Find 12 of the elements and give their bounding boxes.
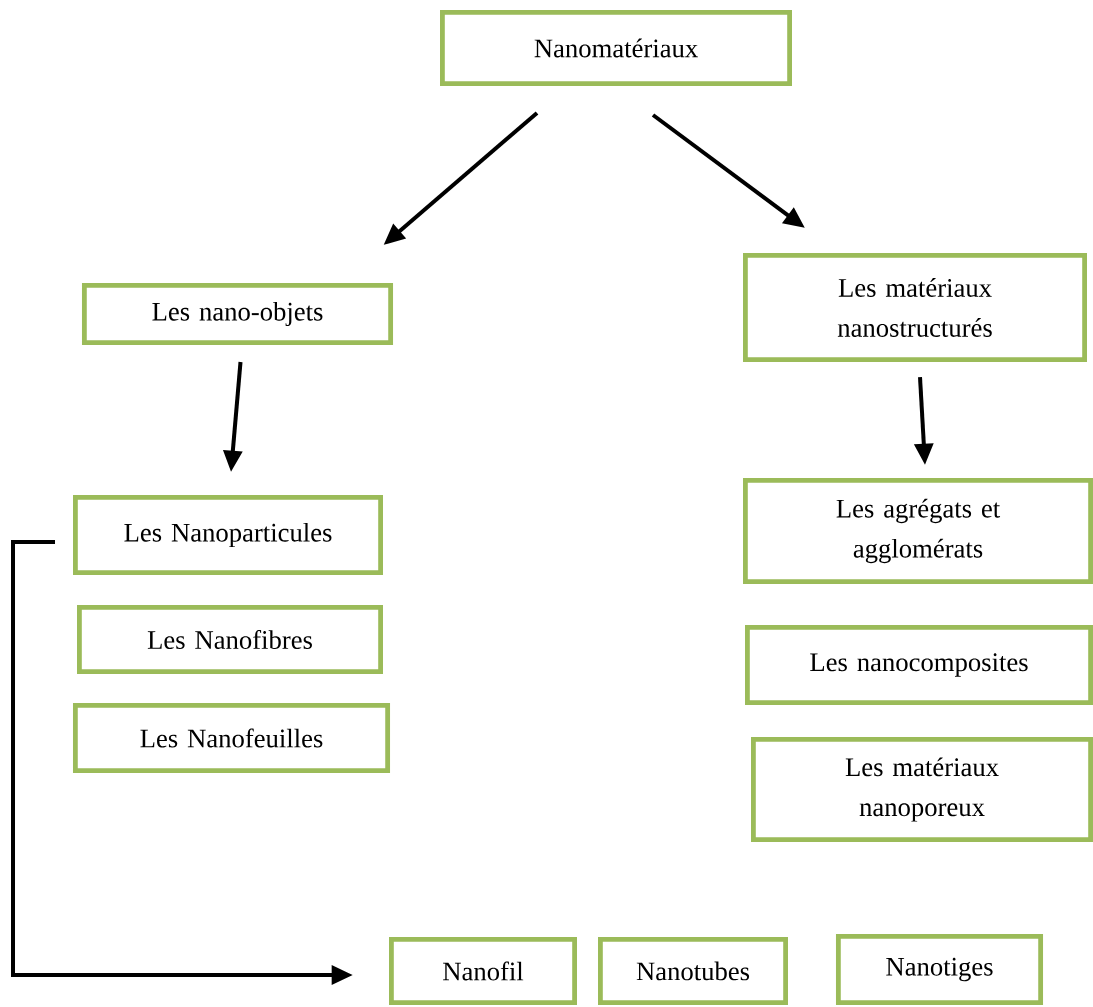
text-box: Les Nanofeuilles: [72, 703, 391, 773]
text-box: Les matériaux nanoporeux: [751, 736, 1093, 843]
text-box: Les Nanoparticules: [73, 495, 383, 575]
text-box: Les Nanofibres: [77, 605, 383, 674]
text-box: Nanotubes: [598, 937, 788, 1005]
text-box: Nanomatériaux: [440, 10, 792, 86]
text-box: Les nano-objets: [81, 283, 394, 345]
text-box: Les nanocomposites: [745, 625, 1093, 705]
text-box: Les matériaux nanostructurés: [743, 252, 1087, 363]
text-box: Les agrégats et agglomérats: [743, 478, 1093, 584]
text-box: Nanofil: [389, 937, 577, 1005]
text-box: Nanotiges: [835, 934, 1044, 1005]
